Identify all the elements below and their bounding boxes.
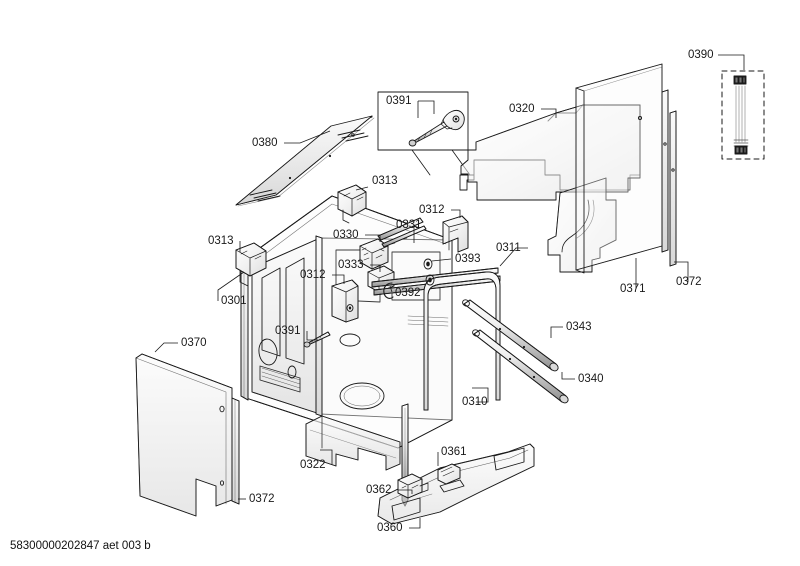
callout-label-0320: 0320 (509, 103, 535, 115)
callout-label-0333: 0333 (338, 259, 364, 271)
callout-label-0310: 0310 (462, 396, 488, 408)
callout-label-0311: 0311 (496, 242, 521, 254)
callout-label-0371: 0371 (620, 283, 646, 295)
part-0340-support-rail-lower (472, 329, 569, 404)
part-0371-side-insulation (547, 177, 617, 273)
part-0322-base-plinth (305, 415, 401, 471)
part-0370-side-panel (135, 353, 233, 517)
callout-label-0301: 0301 (221, 295, 247, 307)
part-rear-frame-panel (575, 63, 663, 274)
callout-label-0392: 0392 (395, 287, 421, 299)
part-0392-hose-clip (383, 282, 394, 299)
callout-label-0370: 0370 (181, 337, 207, 349)
part-0312-bracket-lower (331, 279, 359, 323)
part-0331-spring-rod (377, 217, 427, 248)
callout-label-0391b: 0391 (275, 325, 301, 337)
part-0313-corner-bracket-rear (337, 184, 367, 224)
part-0360-base-tray (377, 443, 535, 525)
callout-label-0362: 0362 (366, 484, 392, 496)
part-0372-edge-strip-left (231, 397, 240, 505)
part-0362-connector-block (397, 473, 429, 499)
part-0380-top-cover-panel (235, 115, 375, 207)
callout-label-0331: 0331 (396, 219, 422, 231)
callout-label-0361: 0361 (441, 446, 467, 458)
part-0391-screw-tub (303, 331, 331, 348)
part-0320-insulation-mat (459, 104, 641, 201)
leader-lines (154, 54, 745, 529)
callout-label-0343: 0343 (566, 321, 592, 333)
part-0393-clip (423, 258, 435, 286)
part-0390-wiring-harness (733, 75, 749, 155)
callout-label-group: 0380 0391 0320 0390 0313 0313 0312 0331 0330 0311… (181, 49, 714, 534)
callout-label-0330: 0330 (333, 229, 359, 241)
callout-box-0391 (377, 91, 471, 176)
part-0391-bracket (440, 109, 465, 131)
callout-label-0391a: 0391 (386, 95, 412, 107)
callout-label-0372a: 0372 (676, 276, 702, 288)
part-0311-rail-tube (371, 267, 501, 411)
part-0330-hinge-block (359, 238, 389, 270)
callout-label-0313a: 0313 (372, 175, 398, 187)
callout-label-0340: 0340 (578, 373, 604, 385)
callout-label-0380: 0380 (252, 137, 278, 149)
callout-box-0390 (721, 70, 765, 160)
callout-label-0312b: 0312 (300, 269, 326, 281)
callout-label-0360: 0360 (377, 522, 403, 534)
part-0361-small-clip (437, 463, 461, 485)
callout-label-0322: 0322 (300, 459, 326, 471)
callout-label-0313b: 0313 (208, 235, 234, 247)
callout-label-0312a: 0312 (419, 204, 445, 216)
callout-label-0372b: 0372 (249, 493, 275, 505)
footer-document-code: 58300000202847 aet 003 b (10, 540, 151, 552)
callout-label-0393: 0393 (455, 253, 481, 265)
callout-label-0390: 0390 (688, 49, 714, 61)
part-0313-corner-bracket-front (235, 242, 267, 287)
part-0312-bracket-upper (442, 215, 469, 253)
part-0343-support-rail-upper (462, 299, 559, 372)
